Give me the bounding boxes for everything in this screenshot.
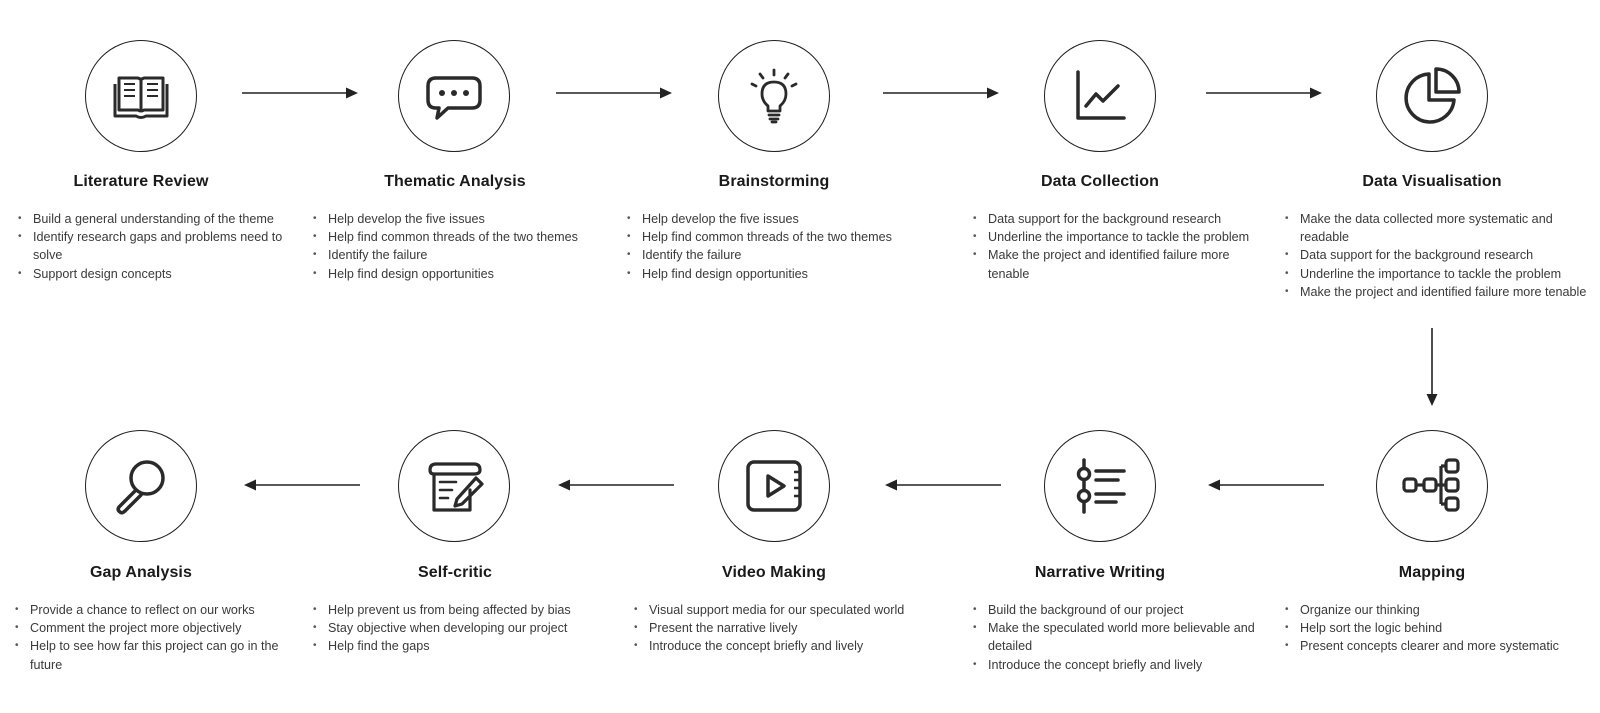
list-item: Introduce the concept briefly and lively: [973, 656, 1258, 674]
lightbulb-icon: [750, 68, 798, 124]
list-sliders-icon: [1076, 458, 1126, 514]
list-item: Identify research gaps and problems need…: [18, 228, 285, 264]
step-title-gap-analysis: Gap Analysis: [90, 564, 192, 581]
step-bullets-video-making: Visual support media for our speculated …: [633, 601, 949, 656]
step-title-literature-review: Literature Review: [73, 173, 209, 190]
step-circle-narrative-writing: [1044, 430, 1156, 542]
step-title-video-making: Video Making: [721, 564, 827, 581]
magnifier-icon: [116, 460, 165, 515]
list-item: Organize our thinking: [1285, 601, 1600, 619]
list-item: Provide a chance to reflect on our works: [15, 601, 302, 619]
list-item: Help find common threads of the two them…: [627, 228, 932, 246]
step-bullets-narrative-writing: Build the background of our project Make…: [972, 601, 1258, 674]
list-item: Data support for the background research: [1285, 246, 1600, 264]
step-circle-gap-analysis: [85, 430, 197, 542]
list-item: Help find design opportunities: [627, 265, 932, 283]
list-item: Support design concepts: [18, 265, 285, 283]
list-item: Present the narrative lively: [634, 619, 949, 637]
list-item: Help find common threads of the two them…: [313, 228, 618, 246]
list-item: Comment the project more objectively: [15, 619, 302, 637]
step-title-mapping: Mapping: [1398, 564, 1466, 581]
step-circle-literature-review: [85, 40, 197, 152]
step-circle-self-critic: [398, 430, 510, 542]
step-circle-data-visualisation: [1376, 40, 1488, 152]
pie-chart-icon: [1404, 67, 1461, 124]
list-item: Help to see how far this project can go …: [15, 637, 302, 673]
step-title-data-visualisation: Data Visualisation: [1362, 173, 1502, 190]
list-item: Build the background of our project: [973, 601, 1258, 619]
list-item: Underline the importance to tackle the p…: [973, 228, 1258, 246]
arrow-left-icon: [885, 479, 1001, 491]
list-item: Help find design opportunities: [313, 265, 618, 283]
step-bullets-brainstorming: Help develop the five issues Help find c…: [626, 210, 932, 283]
notepad-pencil-icon: [428, 462, 484, 512]
step-title-narrative-writing: Narrative Writing: [1034, 564, 1166, 581]
list-item: Data support for the background research: [973, 210, 1258, 228]
step-title-data-collection: Data Collection: [1041, 173, 1159, 190]
step-bullets-literature-review: Build a general understanding of the the…: [17, 210, 285, 283]
video-play-icon: [746, 460, 802, 512]
arrow-right-icon: [556, 87, 672, 99]
list-item: Introduce the concept briefly and lively: [634, 637, 949, 655]
list-item: Help find the gaps: [313, 637, 618, 655]
arrow-left-icon: [1208, 479, 1324, 491]
step-bullets-self-critic: Help prevent us from being affected by b…: [312, 601, 618, 656]
list-item: Make the project and identified failure …: [1285, 283, 1600, 301]
list-item: Underline the importance to tackle the p…: [1285, 265, 1600, 283]
arrow-right-icon: [883, 87, 999, 99]
list-item: Present concepts clearer and more system…: [1285, 637, 1600, 655]
list-item: Stay objective when developing our proje…: [313, 619, 618, 637]
line-chart-icon: [1076, 70, 1126, 120]
step-circle-data-collection: [1044, 40, 1156, 152]
step-bullets-thematic-analysis: Help develop the five issues Help find c…: [312, 210, 618, 283]
list-item: Help develop the five issues: [627, 210, 932, 228]
step-circle-brainstorming: [718, 40, 830, 152]
step-title-self-critic: Self-critic: [417, 564, 492, 581]
list-item: Help sort the logic behind: [1285, 619, 1600, 637]
step-title-brainstorming: Brainstorming: [718, 173, 830, 190]
list-item: Help prevent us from being affected by b…: [313, 601, 618, 619]
arrow-left-icon: [244, 479, 360, 491]
step-title-thematic-analysis: Thematic Analysis: [384, 173, 526, 190]
list-item: Visual support media for our speculated …: [634, 601, 949, 619]
step-circle-thematic-analysis: [398, 40, 510, 152]
step-bullets-data-visualisation: Make the data collected more systematic …: [1284, 210, 1600, 301]
step-bullets-mapping: Organize our thinking Help sort the logi…: [1284, 601, 1600, 656]
step-circle-mapping: [1376, 430, 1488, 542]
list-item: Help develop the five issues: [313, 210, 618, 228]
arrow-down-icon: [1426, 328, 1438, 406]
list-item: Make the data collected more systematic …: [1285, 210, 1600, 246]
speech-bubble-icon: [426, 76, 482, 120]
step-circle-video-making: [718, 430, 830, 542]
step-bullets-gap-analysis: Provide a chance to reflect on our works…: [14, 601, 302, 674]
list-item: Build a general understanding of the the…: [18, 210, 285, 228]
step-bullets-data-collection: Data support for the background research…: [972, 210, 1258, 283]
arrow-right-icon: [242, 87, 358, 99]
list-item: Identify the failure: [313, 246, 618, 264]
arrow-right-icon: [1206, 87, 1322, 99]
list-item: Make the speculated world more believabl…: [973, 619, 1258, 655]
arrow-left-icon: [558, 479, 674, 491]
list-item: Identify the failure: [627, 246, 932, 264]
mind-map-icon: [1402, 458, 1460, 512]
list-item: Make the project and identified failure …: [973, 246, 1258, 282]
book-icon: [113, 76, 169, 119]
